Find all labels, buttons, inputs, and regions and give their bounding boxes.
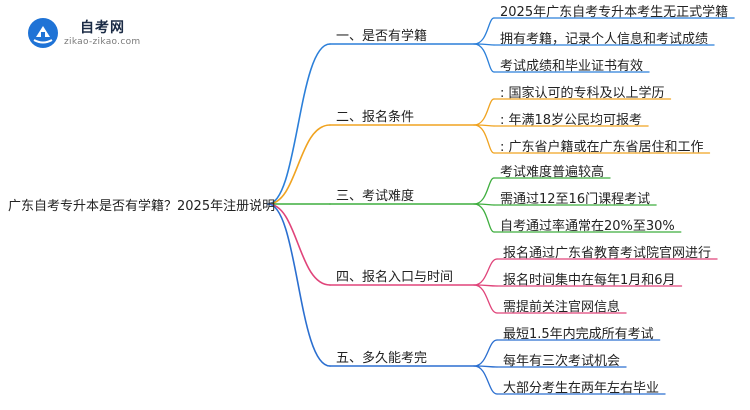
leaf-label: 报名时间集中在每年1月和6月 [503,273,676,288]
branch-label: 三、考试难度 [336,189,415,204]
leaf-label: : 国家认可的专科及以上学历 [500,86,665,101]
leaf-label: : 广东省户籍或在广东省居住和工作 [500,140,704,155]
root-topic: 广东自考专升本是否有学籍？2025年注册说明 [8,199,276,214]
leaf-label: 每年有三次考试机会 [503,354,621,369]
leaf-label: 大部分考生在两年左右毕业 [503,381,660,396]
branch-label: 一、是否有学籍 [336,29,428,44]
branch-label: 二、报名条件 [336,110,415,125]
leaf-label: 考试难度普遍较高 [500,165,605,180]
leaf-label: 自考通过率通常在20%至30% [500,219,675,234]
leaf-label: 拥有考籍，记录个人信息和考试成绩 [500,32,709,47]
leaf-label: 2025年广东自考专升本考生无正式学籍 [500,5,729,20]
leaf-label: : 年满18岁公民均可报考 [500,113,643,128]
leaf-label: 需通过12至16门课程考试 [500,192,651,207]
leaf-label: 需提前关注官网信息 [503,300,621,315]
branch-label: 五、多久能考完 [336,351,428,366]
branch-label: 四、报名入口与时间 [336,270,454,285]
logo-url: zikao-zikao.com [64,37,141,47]
site-logo[interactable]: 自考网 zikao-zikao.com [28,16,188,50]
leaf-label: 最短1.5年内完成所有考试 [503,327,654,342]
leaf-label: 考试成绩和毕业证书有效 [500,59,644,74]
logo-name: 自考网 [80,20,125,36]
leaf-label: 报名通过广东省教育考试院官网进行 [503,246,712,261]
logo-badge-icon [28,18,58,48]
